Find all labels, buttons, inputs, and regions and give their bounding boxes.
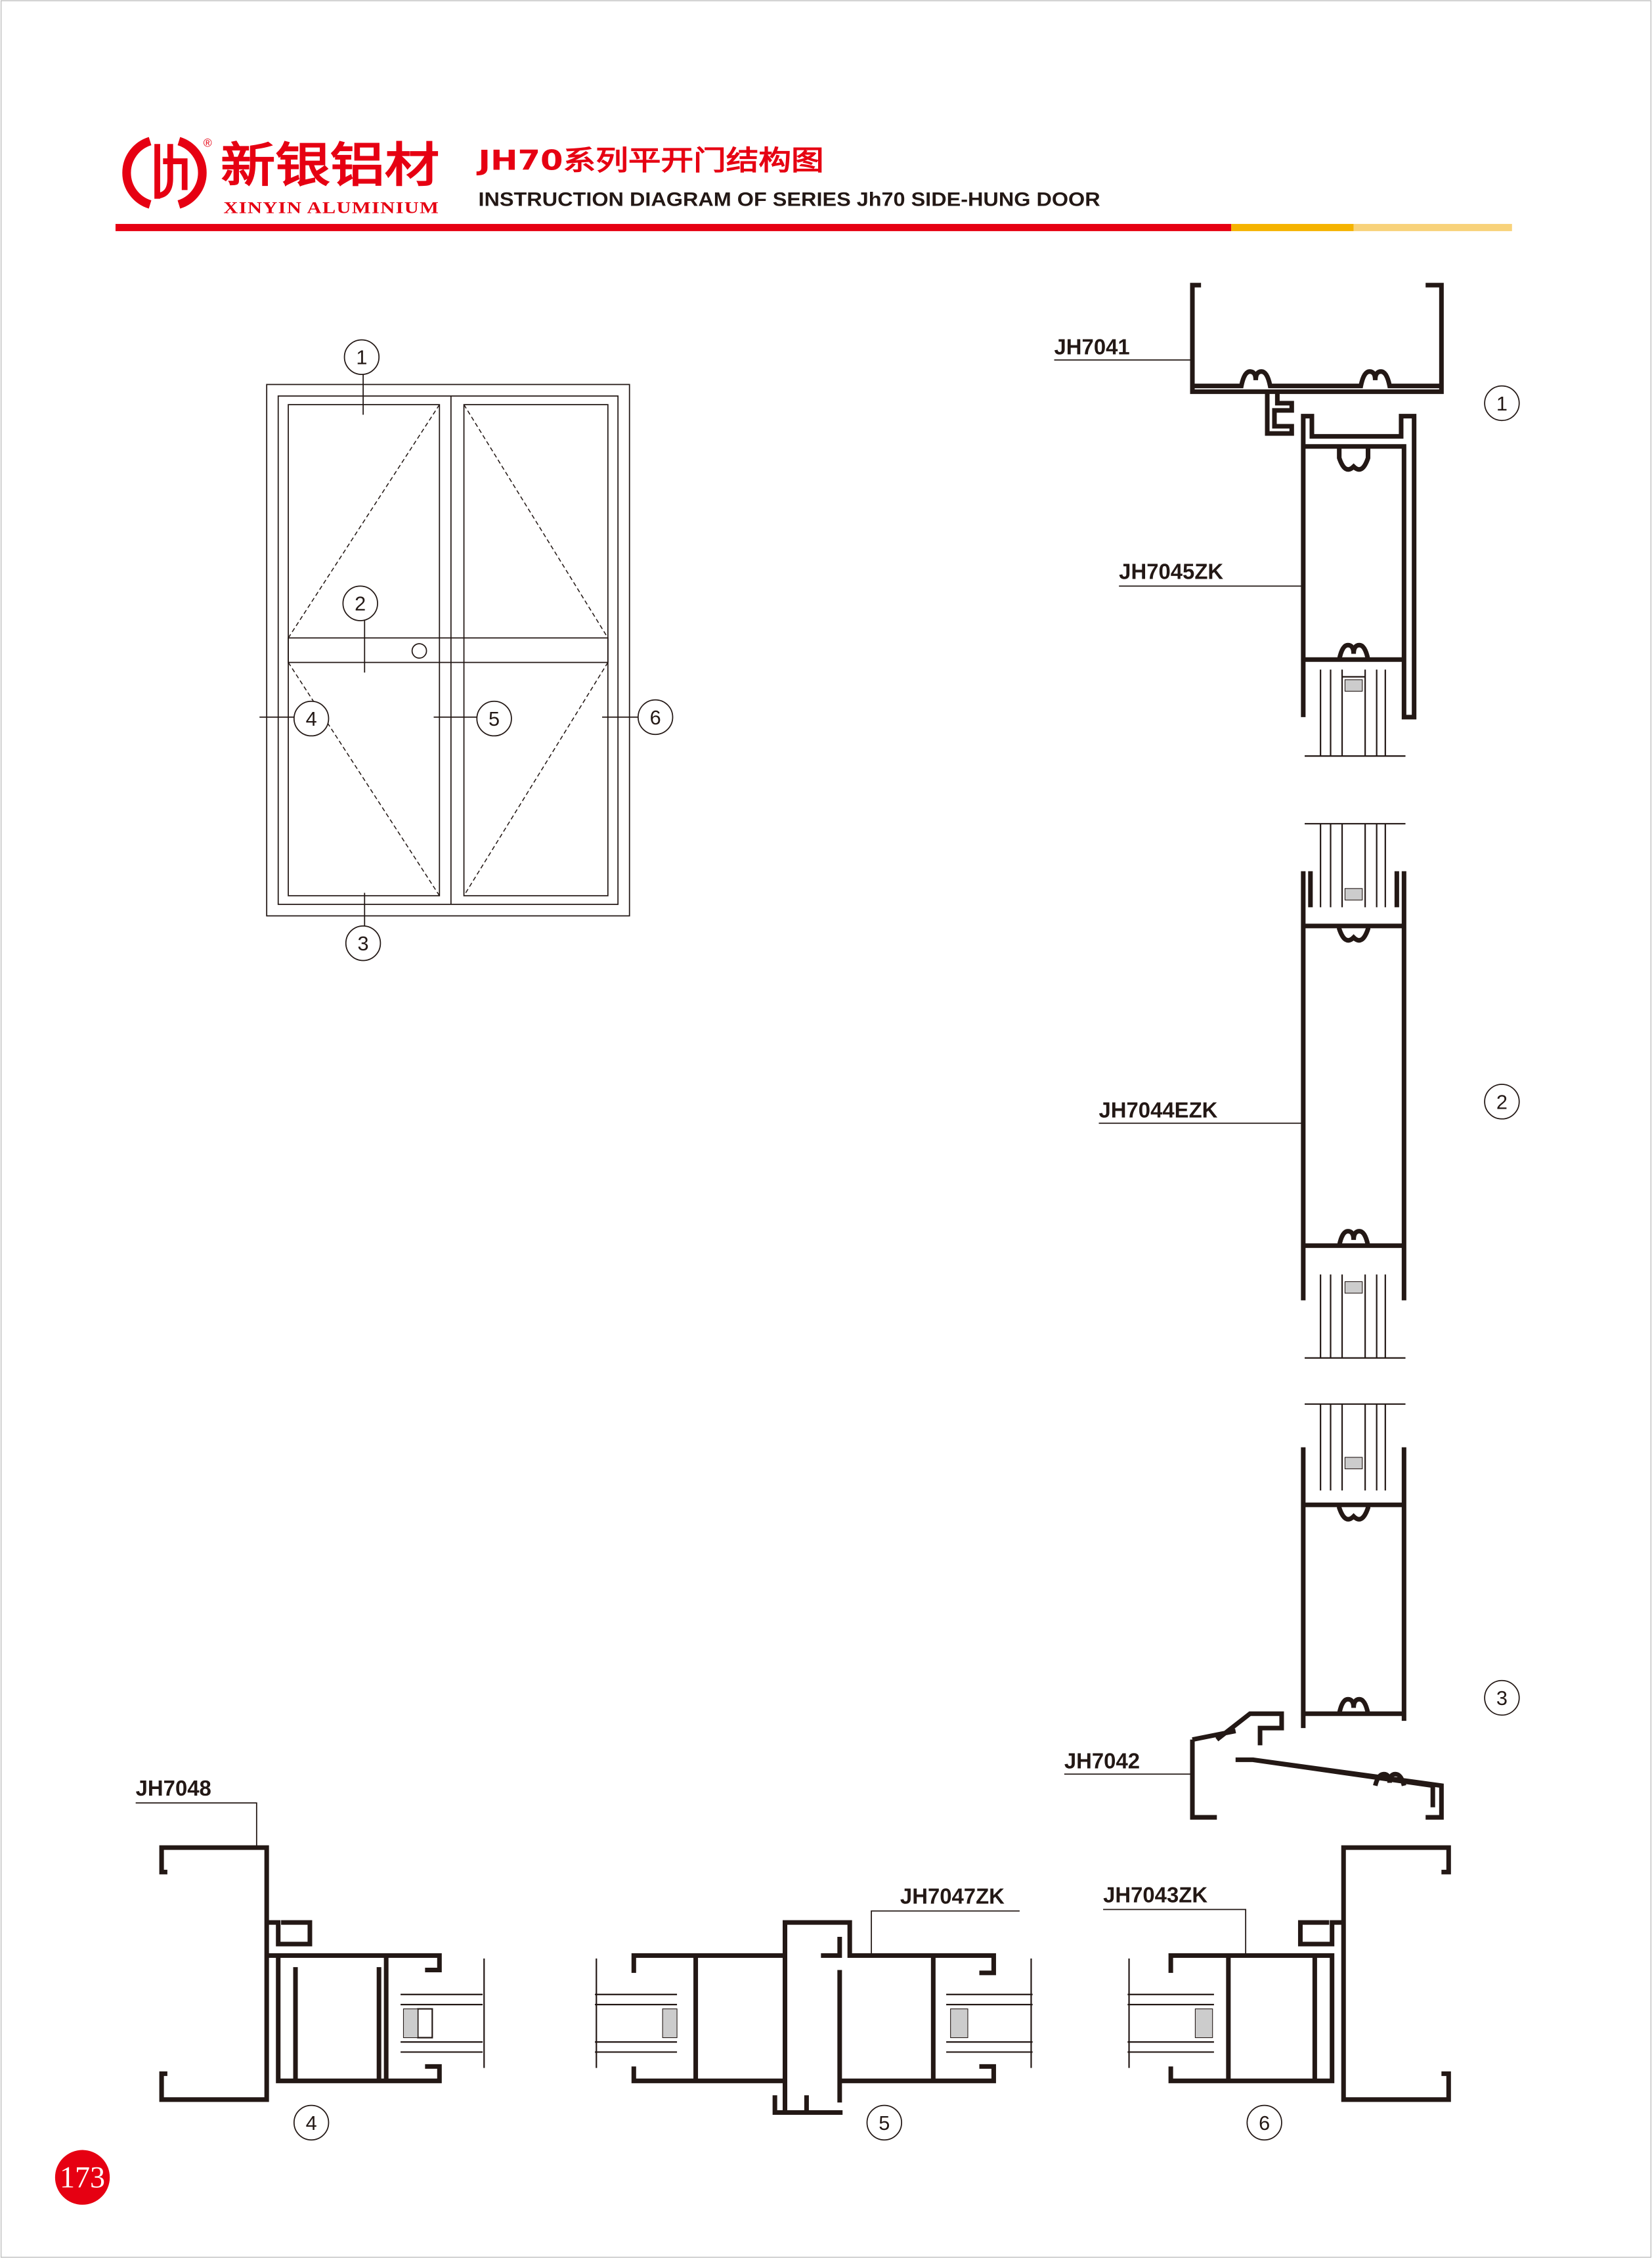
section-number-4: 4 xyxy=(306,2112,317,2135)
section-number-3: 3 xyxy=(1496,1687,1508,1710)
callout-3: 3 xyxy=(358,932,369,955)
brand-name-cn: 新银铝材 xyxy=(221,138,439,193)
callout-5: 5 xyxy=(489,707,500,730)
glass-unit xyxy=(401,1958,485,2068)
header-bar-stripes xyxy=(1353,223,1512,231)
glass-unit xyxy=(1305,823,1406,908)
section-number-5: 5 xyxy=(879,2112,890,2135)
gasket xyxy=(950,2008,968,2039)
glass-unit xyxy=(1305,1403,1406,1491)
glass-unit xyxy=(1305,669,1406,757)
registered-mark: ® xyxy=(204,137,212,150)
xinyin-logo: ® xyxy=(122,137,212,209)
label-jh7045zk: JH7045ZK xyxy=(1119,559,1223,583)
section-4-jamb: JH7048 4 xyxy=(135,1776,485,2141)
callout-6: 6 xyxy=(650,706,661,729)
section-2-transom: JH7044EZK 2 xyxy=(1098,823,1520,1359)
glass-unit xyxy=(595,1958,678,2068)
page-number-badge: 173 xyxy=(54,2150,110,2205)
title-en: INSTRUCTION DIAGRAM OF SERIES Jh70 SIDE-… xyxy=(478,189,1100,211)
title-cn: JH70系列平开门结构图 xyxy=(476,144,824,177)
door-elevation: 1 2 3 4 5 6 xyxy=(259,339,674,962)
callout-4: 4 xyxy=(306,707,317,730)
label-jh7044ezk: JH7044EZK xyxy=(1098,1097,1217,1122)
section-1-head: JH7041 JH7045ZK 1 xyxy=(1054,282,1520,757)
brand-name-en: XINYIN ALUMINIUM xyxy=(223,200,439,217)
label-jh7048: JH7048 xyxy=(136,1776,211,1800)
profile-jh7044ezk xyxy=(1301,871,1406,1300)
gasket xyxy=(1344,888,1363,900)
profile-sash xyxy=(1301,1447,1406,1729)
gasket xyxy=(402,2008,418,2039)
profile-jh7048 xyxy=(159,1845,442,2102)
section-6-jamb: JH7043ZK 6 xyxy=(1103,1845,1451,2141)
section-3-sill: JH7042 3 xyxy=(1064,1403,1520,1820)
header: ® 新银铝材 XINYIN ALUMINIUM JH70系列平开门结构图 INS… xyxy=(115,137,1512,231)
section-number-1: 1 xyxy=(1496,392,1508,415)
label-jh7041: JH7041 xyxy=(1054,334,1130,359)
section-number-2: 2 xyxy=(1496,1090,1508,1113)
profile-jh7042 xyxy=(1190,1711,1444,1820)
header-bar-orange xyxy=(1231,223,1354,231)
glass-unit xyxy=(1305,1274,1406,1359)
gasket xyxy=(662,2008,678,2039)
section-number-6: 6 xyxy=(1259,2112,1270,2135)
handle-icon xyxy=(411,643,427,659)
section-5-mullion: JH7047ZK 5 xyxy=(595,1884,1033,2141)
gasket xyxy=(1344,1457,1363,1470)
label-jh7042: JH7042 xyxy=(1064,1749,1140,1773)
page-number: 173 xyxy=(60,2161,105,2194)
transom xyxy=(288,637,609,663)
callout-2: 2 xyxy=(355,592,366,615)
gasket xyxy=(1194,2008,1213,2039)
header-bar-red xyxy=(115,223,1232,231)
profile-jh7041 xyxy=(1190,282,1444,436)
glass-unit xyxy=(1127,1958,1214,2068)
label-jh7043zk: JH7043ZK xyxy=(1103,1882,1207,1907)
profile-jh7043zk xyxy=(1168,1845,1451,2102)
profile-jh7045zk xyxy=(1301,414,1417,720)
callout-1: 1 xyxy=(356,346,367,369)
profile-jh7047zk xyxy=(631,1920,996,2115)
gasket xyxy=(1344,679,1363,692)
glass-unit xyxy=(946,1958,1033,2068)
label-jh7047zk: JH7047ZK xyxy=(900,1884,1005,1909)
gasket xyxy=(1344,1281,1363,1294)
